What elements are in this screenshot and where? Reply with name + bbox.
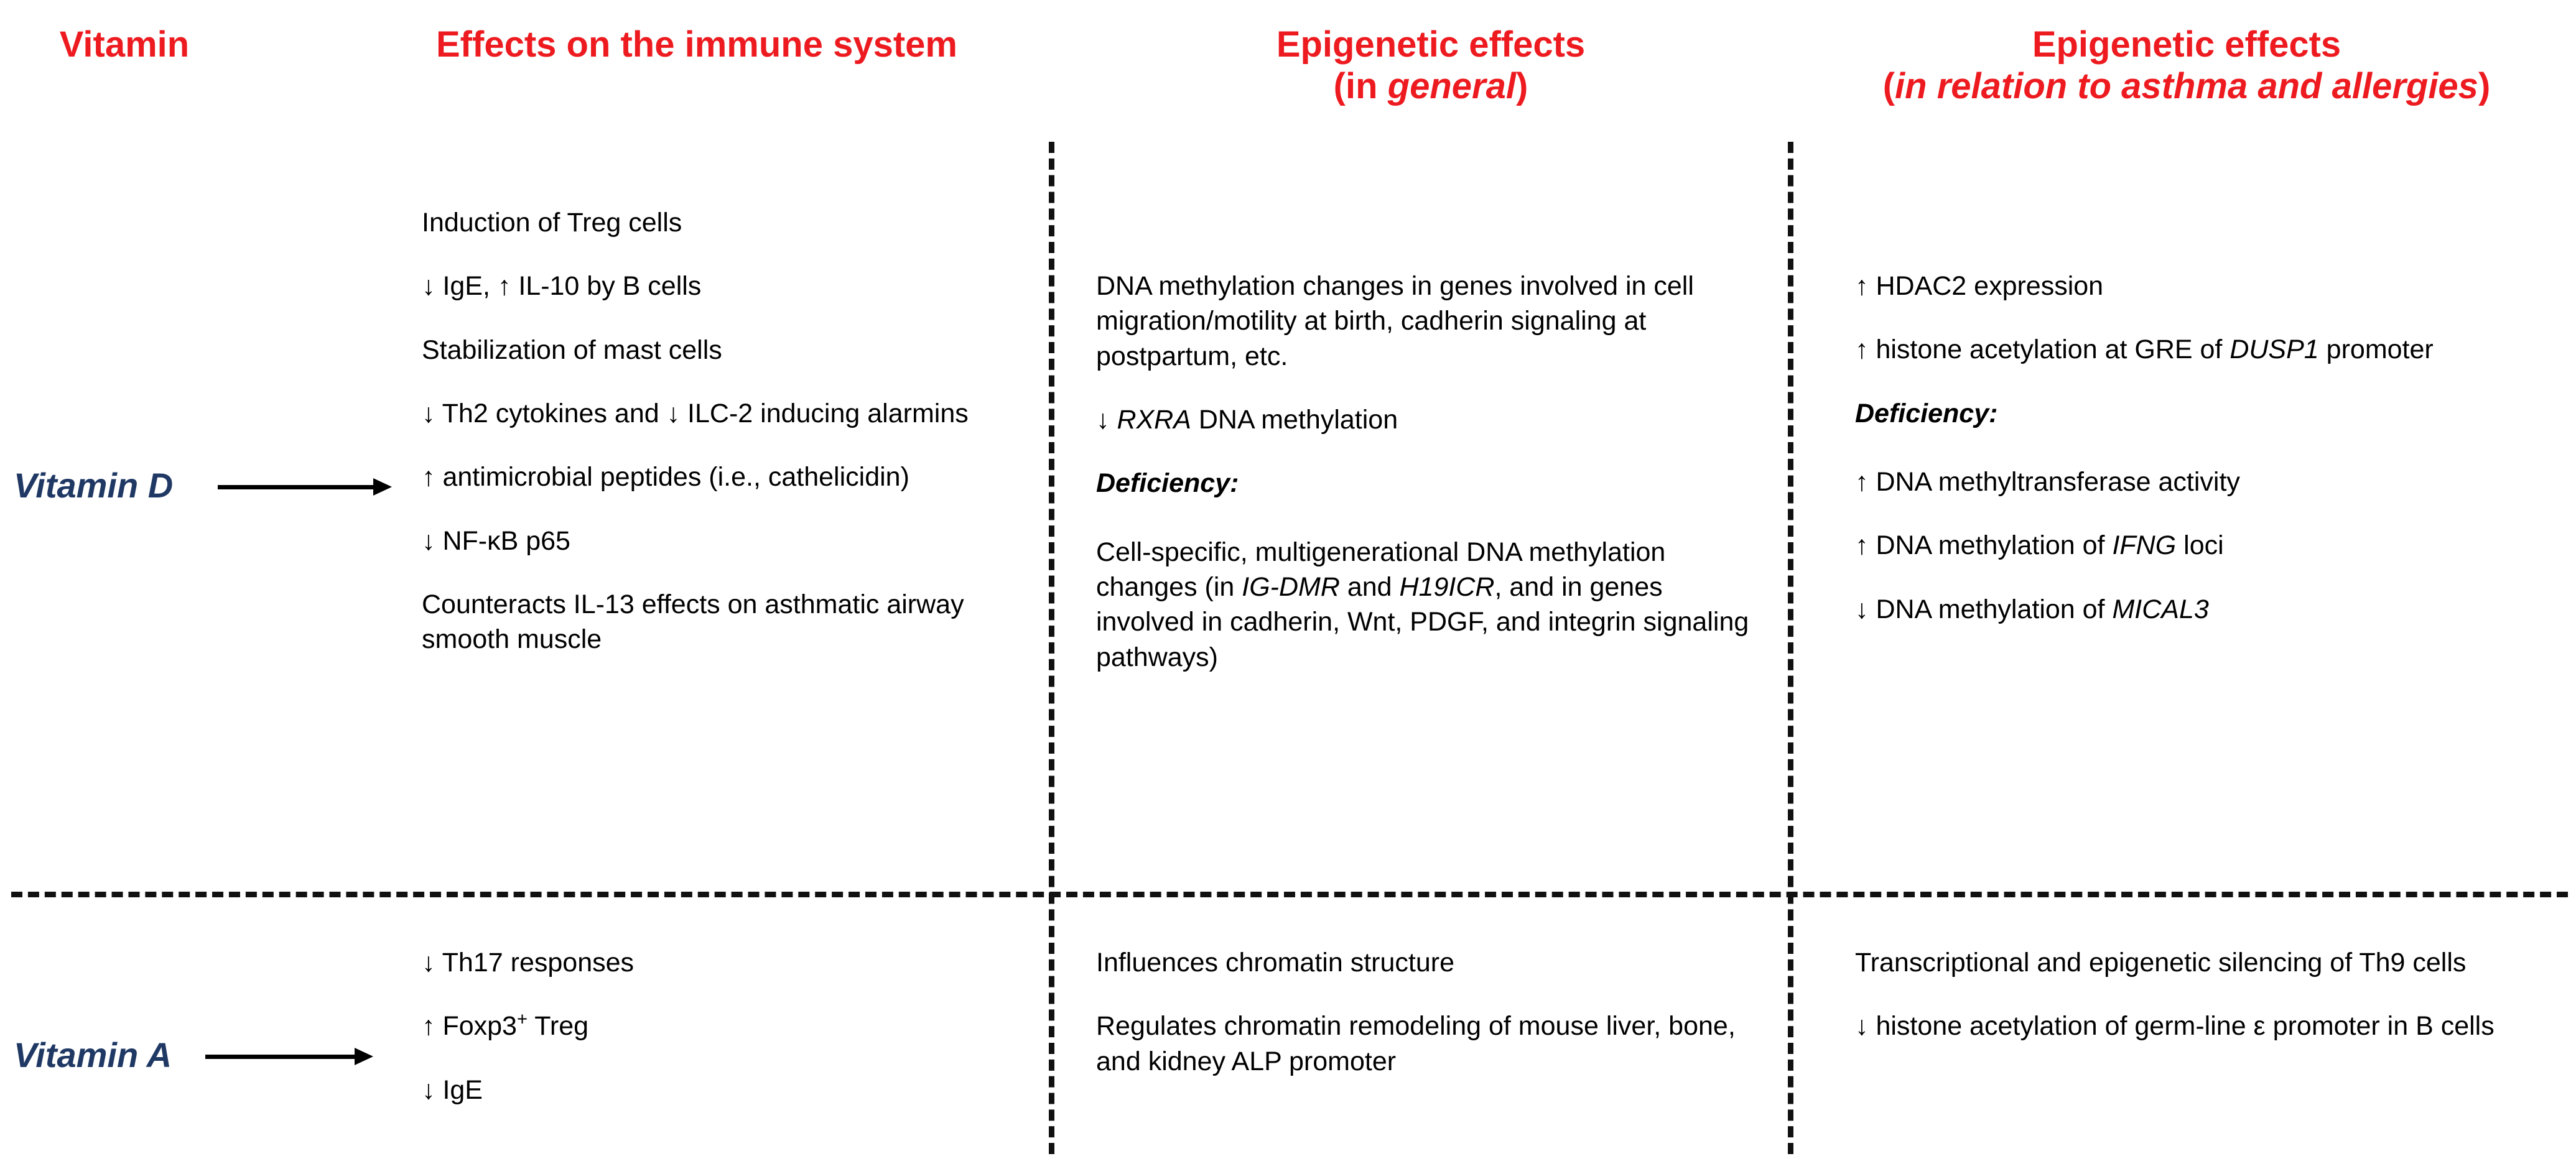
- header-vitamin: Vitamin: [0, 24, 249, 65]
- list-item: ↓ IgE: [422, 1075, 483, 1105]
- header-immune-effects: Effects on the immune system: [348, 24, 1045, 65]
- deficiency-heading: Deficiency:: [1096, 466, 1762, 501]
- header-epigenetic-general-line2: (in general): [1095, 65, 1767, 107]
- list-item: Influences chromatin structure: [1096, 948, 1454, 978]
- vitamin-d-immune-effects-list: Induction of Treg cells ↓ IgE, ↑ IL-10 by…: [422, 205, 1031, 657]
- vitamin-d-epigenetic-general-list: DNA methylation changes in genes involve…: [1096, 269, 1762, 675]
- gene-name: IG-DMR: [1242, 571, 1340, 602]
- list-item: Transcriptional and epigenetic silencing…: [1855, 948, 2467, 978]
- list-item: ↑ histone acetylation at GRE of DUSP1 pr…: [1855, 335, 2434, 365]
- list-item: ↑ HDAC2 expression: [1855, 271, 2104, 301]
- gene-name: RXRA: [1117, 404, 1191, 435]
- header-epigenetic-asthma-line2: (in relation to asthma and allergies): [1804, 65, 2569, 107]
- paren-close: ): [2478, 66, 2491, 107]
- right-arrow-icon-vitamin-d: [218, 478, 392, 496]
- list-item: ↑ antimicrobial peptides (i.e., cathelic…: [422, 462, 909, 492]
- header-epigenetic-asthma-line1: Epigenetic effects: [2032, 24, 2341, 65]
- list-item: DNA methylation changes in genes involve…: [1096, 271, 1694, 371]
- paren-open: (in: [1333, 66, 1388, 107]
- gene-name: DUSP1: [2230, 335, 2319, 365]
- header-vitamin-label: Vitamin: [59, 24, 190, 65]
- vitamin-a-label: Vitamin A: [14, 1035, 172, 1075]
- header-immune-effects-label: Effects on the immune system: [436, 24, 957, 65]
- arrow-head: [355, 1048, 373, 1065]
- emphasis-general: general: [1387, 66, 1516, 107]
- list-item: Induction of Treg cells: [422, 208, 682, 238]
- vitamin-d-epigenetic-asthma-list: ↑ HDAC2 expression ↑ histone acetylation …: [1855, 269, 2558, 627]
- deficiency-label: Deficiency:: [1096, 468, 1239, 499]
- superscript-plus: +: [516, 1010, 528, 1030]
- vitamin-d-label: Vitamin D: [14, 466, 174, 505]
- arrow-shaft: [205, 1055, 356, 1059]
- deficiency-list-item: ↑ DNA methyltransferase activity: [1855, 466, 2240, 497]
- paren-close: ): [1515, 66, 1528, 107]
- horizontal-divider: [11, 892, 2568, 897]
- deficiency-heading: Deficiency:: [1855, 396, 2558, 431]
- paren-open: (: [1882, 66, 1895, 107]
- gene-name: H19ICR: [1399, 571, 1495, 602]
- list-item: Counteracts IL-13 effects on asthmatic a…: [422, 589, 964, 655]
- list-item: ↓ Th2 cytokines and ↓ ILC-2 inducing ala…: [422, 398, 969, 428]
- gene-name: IFNG: [2112, 530, 2177, 561]
- list-item: Regulates chromatin remodeling of mouse …: [1096, 1011, 1736, 1076]
- vitamin-a-immune-effects-list: ↓ Th17 responses ↑ Foxp3+ Treg ↓ IgE: [422, 945, 1031, 1107]
- arrow-shaft: [218, 485, 374, 489]
- arrow-head: [373, 478, 392, 496]
- list-item: ↓ IgE, ↑ IL-10 by B cells: [422, 271, 702, 302]
- vertical-divider-left: [1049, 142, 1054, 1154]
- right-arrow-icon-vitamin-a: [205, 1047, 373, 1066]
- header-epigenetic-asthma: Epigenetic effects (in relation to asthm…: [1804, 24, 2569, 108]
- deficiency-list-item: ↓ DNA methylation of MICAL3: [1855, 594, 2209, 624]
- list-item: ↓ histone acetylation of germ-line ε pro…: [1855, 1011, 2495, 1042]
- deficiency-list-item: Cell-specific, multigenerational DNA met…: [1096, 537, 1749, 672]
- emphasis-asthma-allergies: in relation to asthma and allergies: [1895, 66, 2478, 107]
- list-item: Stabilization of mast cells: [422, 335, 722, 365]
- deficiency-list-item: ↑ DNA methylation of IFNG loci: [1855, 530, 2224, 561]
- list-item: ↑ Foxp3+ Treg: [422, 1010, 589, 1042]
- vitamin-a-epigenetic-asthma-list: Transcriptional and epigenetic silencing…: [1855, 945, 2558, 1044]
- header-epigenetic-general: Epigenetic effects (in general): [1095, 24, 1767, 108]
- header-epigenetic-general-line1: Epigenetic effects: [1276, 24, 1586, 65]
- vertical-divider-right: [1788, 142, 1793, 1154]
- list-item: ↓ RXRA DNA methylation: [1096, 404, 1398, 435]
- list-item: ↓ Th17 responses: [422, 948, 635, 978]
- deficiency-label: Deficiency:: [1855, 398, 1998, 428]
- list-item: ↓ NF-κB p65: [422, 525, 570, 556]
- gene-name: MICAL3: [2112, 594, 2209, 624]
